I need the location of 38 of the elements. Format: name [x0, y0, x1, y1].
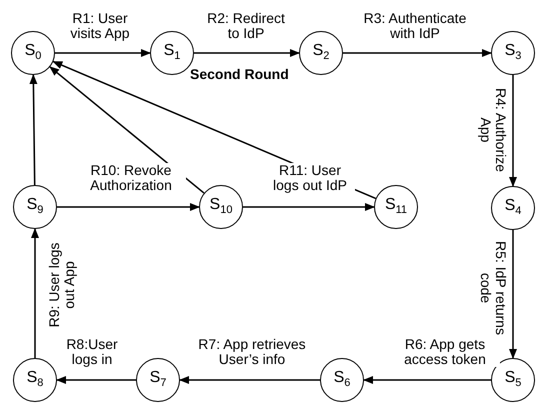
state-name: S$_{10}$: [210, 197, 232, 217]
state-name: S$_{7}$: [150, 370, 166, 390]
arrow: [179, 376, 320, 384]
state-name: S$_{8}$: [26, 370, 44, 390]
state-name: S$_{2}$: [312, 43, 330, 63]
arrow: [56, 376, 136, 384]
arrow: [57, 203, 200, 211]
state-circle: [491, 31, 535, 75]
round-label: Second Round: [190, 66, 289, 82]
state-name: S$_{3}$: [504, 43, 522, 63]
state-name: S$_{0}$: [24, 43, 42, 63]
state-circle: [299, 31, 343, 75]
state-name: S$_{6}$: [334, 370, 350, 390]
arrow: [363, 376, 491, 384]
state-circle: [374, 185, 418, 229]
state-circle: [199, 185, 243, 229]
state-circle: [13, 358, 57, 402]
state-circle: [491, 186, 535, 230]
state-circle: [11, 31, 55, 75]
arrow: [194, 49, 300, 57]
arrow: [31, 228, 39, 358]
arrow: [343, 49, 492, 57]
arrow: [509, 230, 517, 359]
arrow: [49, 66, 204, 194]
state-circle: [491, 358, 535, 402]
state-circle: [136, 358, 180, 402]
state-name: S$_{9}$: [26, 197, 44, 217]
state-circle: [13, 185, 57, 229]
arrow: [509, 75, 517, 187]
state-name: S$_{4}$: [504, 198, 522, 218]
state-name: S$_{1}$: [164, 43, 180, 63]
arrow: [55, 49, 151, 57]
state-circle: [320, 358, 364, 402]
state-name: S$_{5}$: [504, 370, 522, 390]
state-name: S$_{11}$: [384, 197, 408, 217]
arrow: [243, 203, 375, 211]
edge-label: R2: Redirect to IdP: [206, 11, 286, 41]
arrow: [29, 74, 38, 186]
